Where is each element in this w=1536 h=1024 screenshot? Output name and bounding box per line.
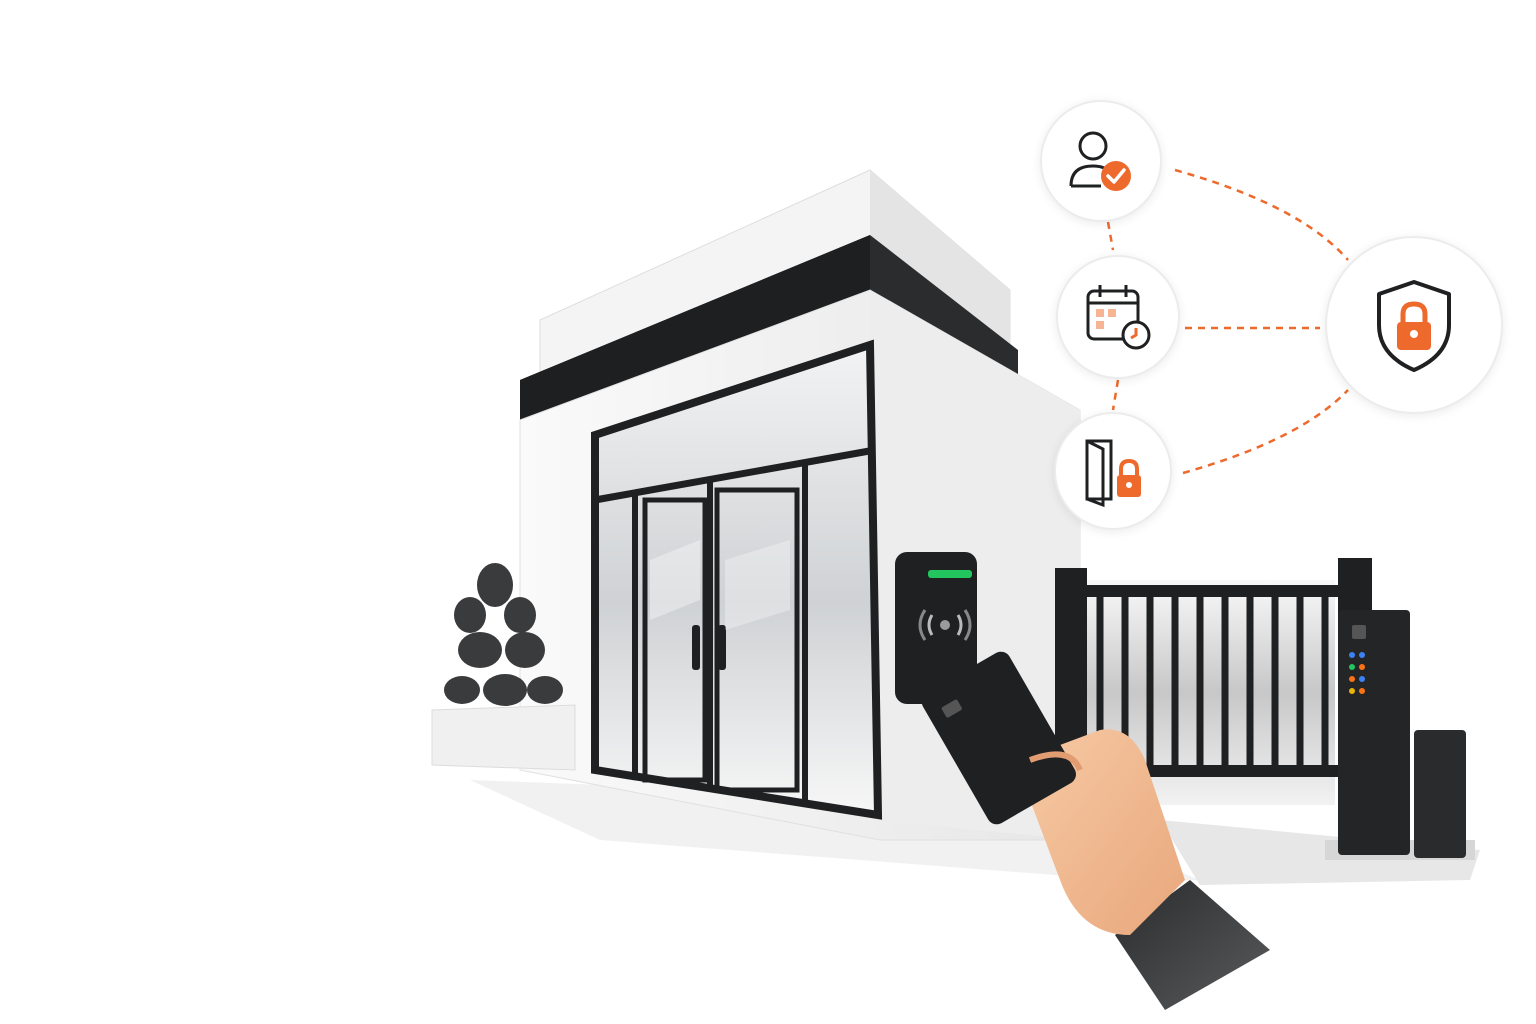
gate-floor bbox=[1160, 820, 1480, 885]
user-verified-bubble bbox=[1040, 100, 1162, 222]
connector-lines bbox=[1106, 168, 1349, 475]
access-card bbox=[921, 651, 1076, 825]
canopy-front bbox=[520, 235, 870, 420]
security-bubble bbox=[1325, 236, 1503, 414]
plant bbox=[444, 563, 563, 706]
door-lock-icon bbox=[1085, 439, 1141, 508]
card-reader bbox=[895, 552, 977, 704]
building-top-side bbox=[870, 170, 1010, 360]
planter bbox=[431, 704, 576, 771]
shield-lock-icon bbox=[1377, 280, 1451, 372]
door-lock-bubble bbox=[1054, 412, 1172, 530]
schedule-bubble bbox=[1056, 255, 1180, 379]
hand-with-card bbox=[921, 651, 1270, 1010]
keypad-pillar bbox=[1325, 610, 1475, 860]
sleeve bbox=[1115, 880, 1270, 1010]
user-check-icon bbox=[1069, 131, 1131, 191]
calendar-clock-icon bbox=[1086, 285, 1151, 350]
